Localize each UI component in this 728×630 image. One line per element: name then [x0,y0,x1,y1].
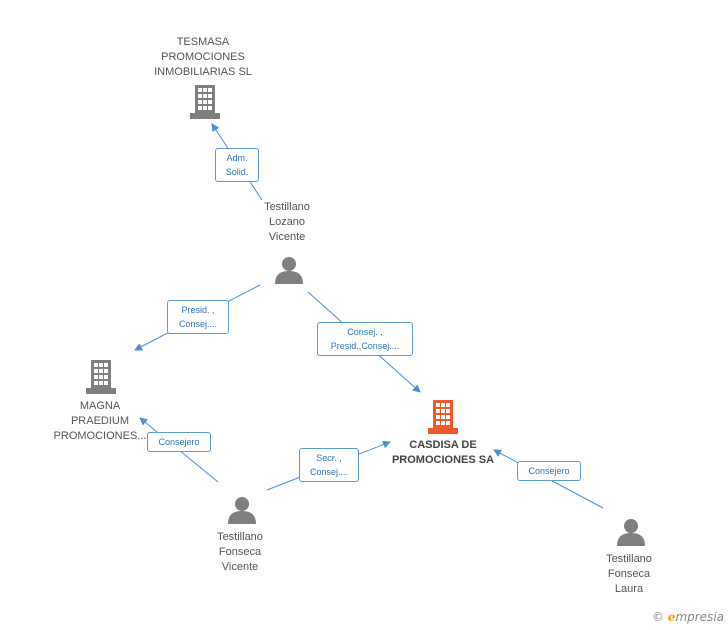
node-label-line: Fonseca [607,568,651,580]
node-label-line: PRAEDIUM [70,415,130,427]
building-icon [86,360,116,394]
node-label-line: TESMASA [176,36,230,48]
edge-label-fvicente-magna[interactable]: Consejero [147,432,211,452]
copyright-icon: © [651,610,664,624]
node-label-line: PROMOCIONES SA [391,454,495,466]
brand-name: mpresia [675,610,724,624]
edge-label-flaura-casdisa[interactable]: Consejero [517,461,581,481]
edge-label-lozano-casdisa[interactable]: Consej. , Presid.,Consej.... [317,322,413,356]
building-icon [190,85,220,119]
node-label-line: INMOBILIARIAS SL [154,66,252,78]
person-icon [617,519,645,546]
node-label-line: Fonseca [218,546,262,558]
node-label-line: Testillano [606,553,652,565]
edge-label-lozano-tesmasa[interactable]: Adm. Solid. [215,148,259,182]
edge-label-line: Adm. [226,153,248,163]
node-label-line: Vicente [268,231,306,243]
node-fonseca-vicente[interactable]: Testillano Fonseca Vicente [190,530,290,575]
node-label-line: Laura [614,583,644,595]
node-label-line: PROMOCIONES [161,51,245,63]
edge-label-line: Presid. , [181,305,215,315]
edge-label-line: Consej.... [178,319,218,329]
edge-label-line: Consej.... [309,467,349,477]
node-lozano[interactable]: Testillano Lozano Vicente [237,200,337,245]
edge-label-line: Consejero [158,437,200,447]
edge-label-fvicente-casdisa[interactable]: Secr. , Consej.... [299,448,359,482]
node-label-line: MAGNA [79,400,121,412]
person-icon [228,497,256,524]
node-magna[interactable]: MAGNA PRAEDIUM PROMOCIONES... [45,399,155,444]
node-label-line: Lozano [268,216,306,228]
person-icon [275,257,303,284]
node-label-line: Vicente [221,561,259,573]
node-tesmasa[interactable]: TESMASA PROMOCIONES INMOBILIARIAS SL [143,35,263,80]
edge-label-line: Solid. [225,167,249,177]
brand-initial: e [667,610,676,624]
node-label-line: CASDISA DE [409,439,477,451]
edge-label-line: Presid.,Consej.... [330,341,400,351]
empresia-logo: © empresia [652,610,724,624]
edge-label-lozano-magna[interactable]: Presid. , Consej.... [167,300,229,334]
node-label-line: Testillano [217,531,263,543]
building-main-icon [428,400,458,434]
node-casdisa[interactable]: CASDISA DE PROMOCIONES SA [383,438,503,468]
edge-label-line: Consejero [528,466,570,476]
edge-label-line: Secr. , [316,453,342,463]
node-fonseca-laura[interactable]: Testillano Fonseca Laura [579,552,679,597]
edge-label-line: Consej. , [347,327,383,337]
node-label-line: Testillano [264,201,310,213]
node-label-line: PROMOCIONES... [53,430,147,442]
